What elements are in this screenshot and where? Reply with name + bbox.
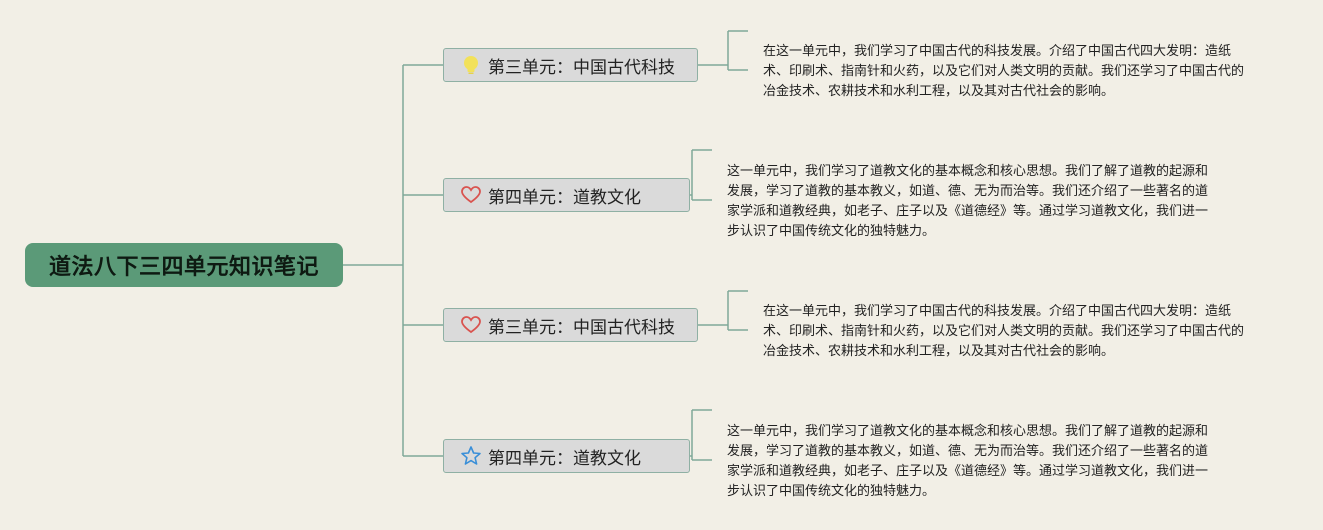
branch-note-4: 这一单元中，我们学习了道教文化的基本概念和核心思想。我们了解了道教的起源和发展，… xyxy=(727,424,1209,499)
note-connector-2 xyxy=(690,149,712,201)
note-connector-3 xyxy=(698,290,748,331)
lightbulb-icon xyxy=(460,54,482,76)
branch-topic-2[interactable]: 第四单元：道教文化 xyxy=(443,178,690,212)
star-icon xyxy=(460,445,482,467)
branch-label: 第三单元：中国古代科技 xyxy=(488,317,675,338)
root-topic[interactable]: 道法八下三四单元知识笔记 xyxy=(25,243,343,287)
branch-label: 第四单元：道教文化 xyxy=(488,448,641,469)
note-connector-1 xyxy=(698,30,748,71)
root-title: 道法八下三四单元知识笔记 xyxy=(48,255,319,280)
branch-note-1: 在这一单元中，我们学习了中国古代的科技发展。介绍了中国古代四大发明：造纸术、印刷… xyxy=(763,44,1245,99)
branch-topic-1[interactable]: 第三单元：中国古代科技 xyxy=(443,48,698,82)
heart-icon xyxy=(460,184,482,206)
branch-note-3: 在这一单元中，我们学习了中国古代的科技发展。介绍了中国古代四大发明：造纸术、印刷… xyxy=(763,304,1245,359)
branch-note-2: 这一单元中，我们学习了道教文化的基本概念和核心思想。我们了解了道教的起源和发展，… xyxy=(727,164,1209,239)
branch-topic-3[interactable]: 第三单元：中国古代科技 xyxy=(443,308,698,342)
note-connector-4 xyxy=(690,409,712,461)
heart-icon xyxy=(460,314,482,336)
branch-label: 第四单元：道教文化 xyxy=(488,187,641,208)
branch-topic-4[interactable]: 第四单元：道教文化 xyxy=(443,439,690,473)
branch-label: 第三单元：中国古代科技 xyxy=(488,57,675,78)
